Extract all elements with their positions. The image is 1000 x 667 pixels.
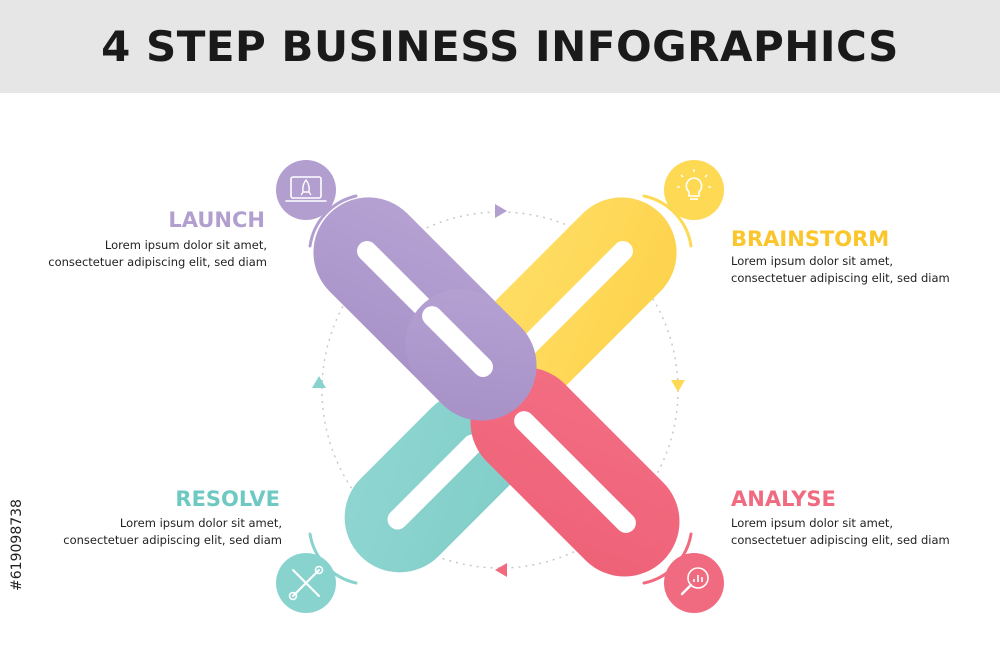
launch-description-line-2: consectetuer adipiscing elit, sed diam — [48, 255, 267, 269]
resolve-description-line-1: Lorem ipsum dolor sit amet, — [119, 516, 282, 530]
arrow-left-icon — [312, 376, 326, 388]
analyse-description-line-2: consectetuer adipiscing elit, sed diam — [731, 533, 950, 547]
launch-arc — [308, 194, 358, 248]
analyse-description-line-1: Lorem ipsum dolor sit amet, — [731, 516, 894, 530]
link-analyse — [470, 367, 680, 577]
brainstorm-title: BRAINSTORM — [731, 227, 890, 251]
arrow-bottom-icon — [495, 563, 507, 577]
header-bar: 4 STEP BUSINESS INFOGRAPHICS — [0, 0, 1000, 93]
page-title: 4 STEP BUSINESS INFOGRAPHICS — [101, 22, 899, 71]
launch-description-line-1: Lorem ipsum dolor sit amet, — [104, 238, 267, 252]
brainstorm-arc — [642, 194, 693, 248]
stock-watermark-text: #619098738 — [9, 499, 25, 591]
brainstorm-description-line-2: consectetuer adipiscing elit, sed diam — [731, 271, 950, 285]
launch-description: Lorem ipsum dolor sit amet, consectetuer… — [48, 237, 267, 271]
brainstorm-description-line-1: Lorem ipsum dolor sit amet, — [731, 254, 894, 268]
analyse-title: ANALYSE — [731, 487, 836, 511]
analyse-description: Lorem ipsum dolor sit amet, consectetuer… — [731, 515, 950, 549]
wrench-screwdriver-icon — [276, 553, 336, 613]
arrow-right-icon — [671, 380, 685, 392]
arrow-top-icon — [495, 204, 507, 218]
launch-title: LAUNCH — [168, 208, 265, 232]
resolve-description: Lorem ipsum dolor sit amet, consectetuer… — [63, 515, 282, 549]
brainstorm-description: Lorem ipsum dolor sit amet, consectetuer… — [731, 253, 950, 287]
lightbulb-icon — [664, 160, 724, 220]
four-step-diagram — [276, 160, 724, 613]
resolve-title: RESOLVE — [175, 487, 280, 511]
rocket-laptop-icon — [276, 160, 336, 220]
cycle-arrows — [312, 204, 685, 577]
link-launch-overlap — [405, 289, 537, 421]
chart-magnifier-icon — [664, 553, 724, 613]
resolve-description-line-2: consectetuer adipiscing elit, sed diam — [63, 533, 282, 547]
stock-watermark: #619098738 — [6, 430, 28, 660]
